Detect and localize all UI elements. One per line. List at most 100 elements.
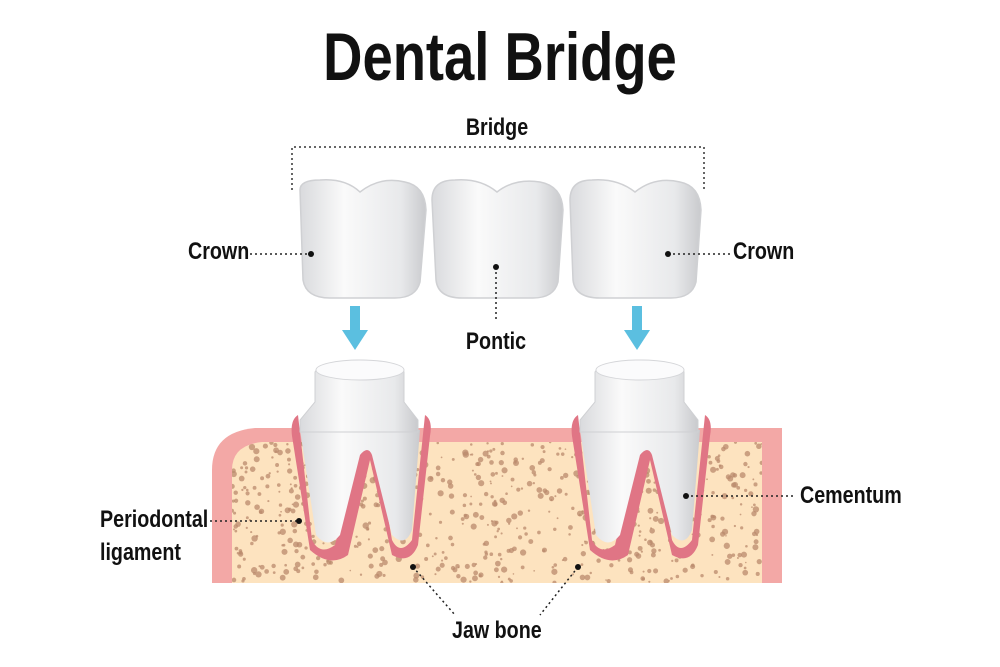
bone-spot [255,571,262,578]
bone-spot [638,530,642,533]
bone-spot [742,569,749,576]
bone-spot [288,463,291,466]
bone-spot [285,448,291,454]
bone-spot [700,573,704,578]
bone-spot [427,475,434,482]
bone-spot [314,569,319,575]
bone-spot [650,527,653,530]
bone-spot [311,562,316,566]
bone-spot [711,524,715,529]
bone-spot [675,574,680,579]
bone-spot [708,460,713,465]
bone-spot [548,442,552,444]
bone-spot [553,527,557,532]
bone-spot [648,580,651,583]
bone-spot [238,475,245,482]
bone-spot [424,557,429,562]
bone-spot [275,463,280,467]
bone-spot [500,581,504,583]
bone-spot [508,522,511,525]
bridge-bracket [291,146,705,190]
bone-spot [435,537,438,540]
bone-spot [658,548,661,552]
bone-spot [540,445,545,450]
bone-spot [292,541,299,548]
bone-spot [548,496,555,502]
bone-spot [571,506,575,511]
bone-spot [533,473,537,477]
bone-spot [635,553,642,559]
bone-spot [470,495,472,498]
bone-spot [563,472,569,479]
bone-spot [301,566,305,570]
pontic-label: Pontic [465,328,527,355]
bone-spot [530,443,535,447]
bone-spot [482,450,489,457]
bone-spot [232,483,235,489]
bone-spot [268,472,271,475]
bone-spot [267,500,270,503]
bone-spot [489,552,494,557]
bone-spot [627,567,633,573]
bone-spot [463,513,470,520]
bone-spot [652,488,657,492]
bone-spot [558,447,562,450]
bone-spot [477,456,484,463]
bone-spot [653,568,659,574]
bone-spot [232,499,235,503]
bone-spot [711,491,715,495]
bone-spot [462,493,468,498]
bone-spot [479,515,485,520]
bone-spot [737,552,742,558]
bone-spot [464,563,470,569]
bone-spot [542,450,546,454]
bone-spot [436,442,440,445]
bone-spot [551,568,558,575]
bone-spot [283,568,290,575]
bone-spot [238,551,244,557]
bone-spot [233,524,238,529]
bone-spot [251,535,258,542]
bone-spot [707,455,711,459]
bone-spot [462,503,467,508]
bone-spot [744,488,748,492]
bone-spot [472,511,479,518]
bone-spot [500,442,504,446]
bone-spot [739,513,742,516]
bone-spot [264,569,269,574]
bone-spot [740,526,744,530]
bone-spot [725,577,730,581]
bone-spot [523,526,527,530]
bone-spot [489,460,494,465]
bone-spot [281,548,288,555]
bone-spot [258,510,263,514]
bone-spot [562,556,568,562]
bone-spot [366,528,370,531]
bone-spot [245,488,249,492]
bone-spot [244,470,248,474]
bone-spot [276,483,281,487]
bone-spot [292,528,298,534]
bone-spot [245,491,250,496]
bone-spot [435,566,441,572]
bone-spot [296,569,301,574]
bone-spot [652,516,659,522]
bone-spot [736,557,739,560]
bone-spot [752,478,755,481]
bone-spot [497,575,501,579]
bone-spot [521,457,525,461]
bone-spot [743,566,747,570]
bone-spot [640,550,643,553]
bone-spot [441,559,444,562]
bone-spot [642,570,645,573]
bone-spot [287,468,293,474]
bone-spot [532,481,536,485]
bone-spot [452,567,458,573]
bone-spot [243,485,247,490]
bone-spot [596,558,601,563]
bone-spot [497,552,502,557]
bone-spot [413,572,420,579]
bone-spot [244,466,249,470]
bone-spot [709,536,716,543]
bone-spot [710,514,717,521]
